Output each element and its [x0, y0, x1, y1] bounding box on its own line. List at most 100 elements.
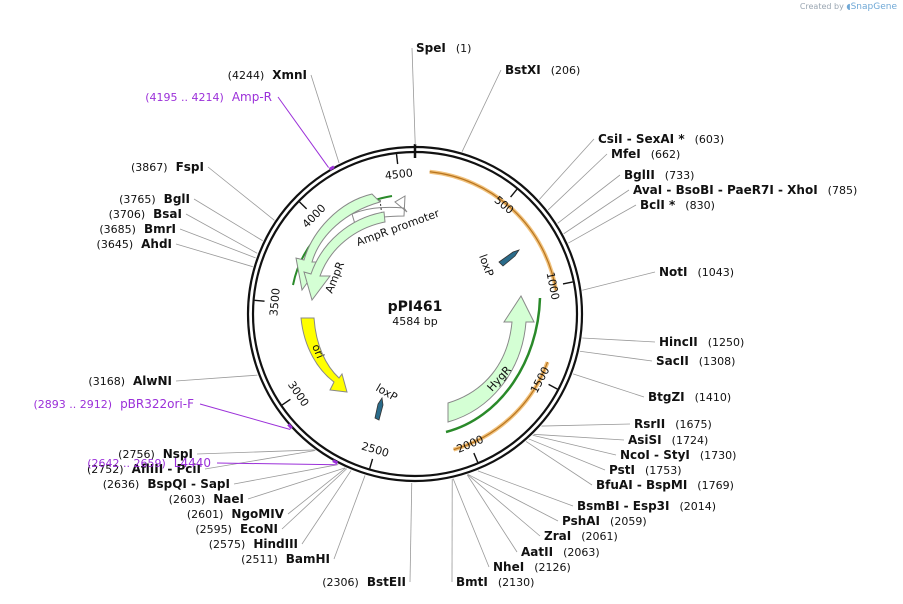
enzyme-name: NotI	[659, 265, 688, 279]
enzyme-leader-line	[333, 475, 366, 560]
enzyme-leader-line	[568, 204, 637, 244]
enzyme-leader-line	[539, 138, 595, 200]
primer-binding-mark	[287, 423, 293, 430]
enzyme-site-label[interactable]: BstXI(206)	[505, 63, 580, 77]
enzyme-site-label[interactable]: (2601)NgoMIV	[187, 507, 285, 521]
primer-label[interactable]: (2893 .. 2912) pBR322ori-F	[34, 397, 195, 411]
enzyme-leader-line	[193, 198, 263, 242]
feature-loxp-1[interactable]	[498, 249, 520, 267]
enzyme-leader-line	[409, 482, 413, 583]
enzyme-site-label[interactable]: (2752)AflIII - PciI	[87, 462, 201, 476]
enzyme-leader-line	[179, 228, 256, 259]
enzyme-site-label[interactable]: PstI(1753)	[609, 463, 682, 477]
enzyme-position: (3168)	[88, 375, 125, 388]
enzyme-name: HindIII	[253, 537, 298, 551]
region-highlight-arc-edge	[429, 171, 557, 291]
primer-name: L4440	[174, 456, 211, 470]
feature-ori[interactable]	[300, 317, 348, 393]
enzyme-site-label[interactable]: (2636)BspQI - SapI	[103, 477, 230, 491]
enzyme-site-label[interactable]: BfuAI - BspMI(1769)	[596, 478, 734, 492]
enzyme-name: XmnI	[272, 68, 307, 82]
primer-label[interactable]: (4195 .. 4214)Amp-R	[145, 90, 272, 104]
enzyme-site-label[interactable]: BglII(733)	[624, 168, 694, 182]
enzyme-site-label[interactable]: NotI(1043)	[659, 265, 734, 279]
plasmid-size: 4584 bp	[392, 315, 437, 328]
enzyme-leader-line	[281, 468, 348, 530]
enzyme-site-label[interactable]: (2575)HindIII	[209, 537, 298, 551]
credit-prefix: Created by	[799, 2, 844, 11]
enzyme-name: SacII	[656, 354, 689, 368]
enzyme-site-label[interactable]: (3685) BmrI	[99, 222, 176, 236]
enzyme-site-label[interactable]: (3645)AhdI	[97, 237, 172, 251]
enzyme-site-label[interactable]: AatII(2063)	[521, 545, 600, 559]
enzyme-position: (1308)	[699, 355, 736, 368]
enzyme-site-label[interactable]: NheI(2126)	[493, 560, 571, 574]
enzyme-position: (1)	[456, 42, 472, 55]
enzyme-site-label[interactable]: SacII (1308)	[656, 354, 735, 368]
enzyme-leader-line	[572, 373, 645, 398]
enzyme-name: NaeI	[213, 492, 244, 506]
scale-tick-label: 3000	[285, 379, 312, 409]
enzyme-site-label[interactable]: (2306)BstEII	[322, 575, 406, 589]
enzyme-position: (2595)	[195, 523, 232, 536]
enzyme-position: (1724)	[672, 434, 709, 447]
enzyme-name: CsiI - SexAI *	[598, 132, 685, 146]
enzyme-site-label[interactable]: PshAI(2059)	[562, 514, 647, 528]
enzyme-leader-line	[207, 166, 275, 221]
enzyme-leader-line	[467, 474, 541, 537]
credit-brand: SnapGene	[850, 2, 897, 12]
enzyme-name: AhdI	[141, 237, 172, 251]
enzyme-leader-line	[541, 423, 631, 427]
feature-hygr[interactable]	[447, 294, 535, 423]
enzyme-site-label[interactable]: (2595)EcoNI	[195, 522, 278, 536]
enzyme-site-label[interactable]: SpeI (1)	[416, 41, 471, 55]
enzyme-site-label[interactable]: BtgZI(1410)	[648, 390, 731, 404]
enzyme-leader-line	[582, 271, 656, 291]
enzyme-site-label[interactable]: (3706)BsaI	[109, 207, 182, 221]
primer-label[interactable]: (2642 .. 2659)L4440	[87, 456, 211, 470]
enzyme-leader-line	[563, 189, 630, 235]
primer-name: pBR322ori-F	[120, 397, 194, 411]
enzyme-name: AlwNI	[133, 374, 172, 388]
enzyme-site-label[interactable]: HincII(1250)	[659, 335, 744, 349]
enzyme-site-label[interactable]: BsmBI - Esp3I(2014)	[577, 499, 716, 513]
enzyme-position: (2752)	[87, 463, 124, 476]
enzyme-site-label[interactable]: MfeI(662)	[611, 147, 680, 161]
enzyme-position: (1730)	[700, 449, 737, 462]
enzyme-site-label[interactable]: (2756)NspI	[118, 447, 193, 461]
enzyme-site-label[interactable]: AsiSI(1724)	[628, 433, 708, 447]
enzyme-name: BmrI	[144, 222, 176, 236]
plasmid-name: pPI461	[388, 299, 443, 315]
enzyme-site-label[interactable]: (4244)XmnI	[228, 68, 307, 82]
scale-tick	[510, 188, 518, 198]
enzyme-site-label[interactable]: AvaI - BsoBI - PaeR7I - XhoI(785)	[633, 183, 857, 197]
primer-binding-mark	[328, 165, 335, 171]
scale-tick	[548, 383, 558, 390]
enzyme-site-label[interactable]: (3765)BglI	[119, 192, 190, 206]
enzyme-name: BglII	[624, 168, 655, 182]
enzyme-site-label[interactable]: ZraI(2061)	[544, 529, 618, 543]
enzyme-site-label[interactable]: (3867) FspI	[131, 160, 204, 174]
feature-loxp-2[interactable]	[374, 396, 384, 421]
enzyme-position: (2636)	[103, 478, 140, 491]
feature-ampr-inner	[303, 211, 386, 302]
enzyme-site-label[interactable]: BmtI(2130)	[456, 575, 534, 589]
enzyme-position: (3685)	[99, 223, 136, 236]
enzyme-site-label[interactable]: CsiI - SexAI *(603)	[598, 132, 724, 146]
enzyme-site-label[interactable]: NcoI - StyI (1730)	[620, 448, 736, 462]
enzyme-position: (3867)	[131, 161, 168, 174]
enzyme-position: (3765)	[119, 193, 156, 206]
enzyme-site-label[interactable]: (3168) AlwNI	[88, 374, 172, 388]
enzyme-leader-line	[579, 350, 653, 362]
enzyme-name: NcoI - StyI	[620, 448, 690, 462]
enzyme-leader-line	[185, 213, 258, 254]
enzyme-name: SpeI	[416, 41, 446, 55]
primer-range: (2893 .. 2912)	[34, 398, 113, 411]
enzyme-leader-line	[247, 467, 346, 500]
enzyme-name: FspI	[176, 160, 204, 174]
enzyme-site-label[interactable]: (2511)BamHI	[241, 552, 330, 566]
enzyme-site-label[interactable]: BclI *(830)	[640, 198, 715, 212]
enzyme-site-label[interactable]: RsrII(1675)	[634, 417, 712, 431]
enzyme-site-label[interactable]: (2603)NaeI	[169, 492, 244, 506]
scale-tick	[298, 201, 308, 210]
